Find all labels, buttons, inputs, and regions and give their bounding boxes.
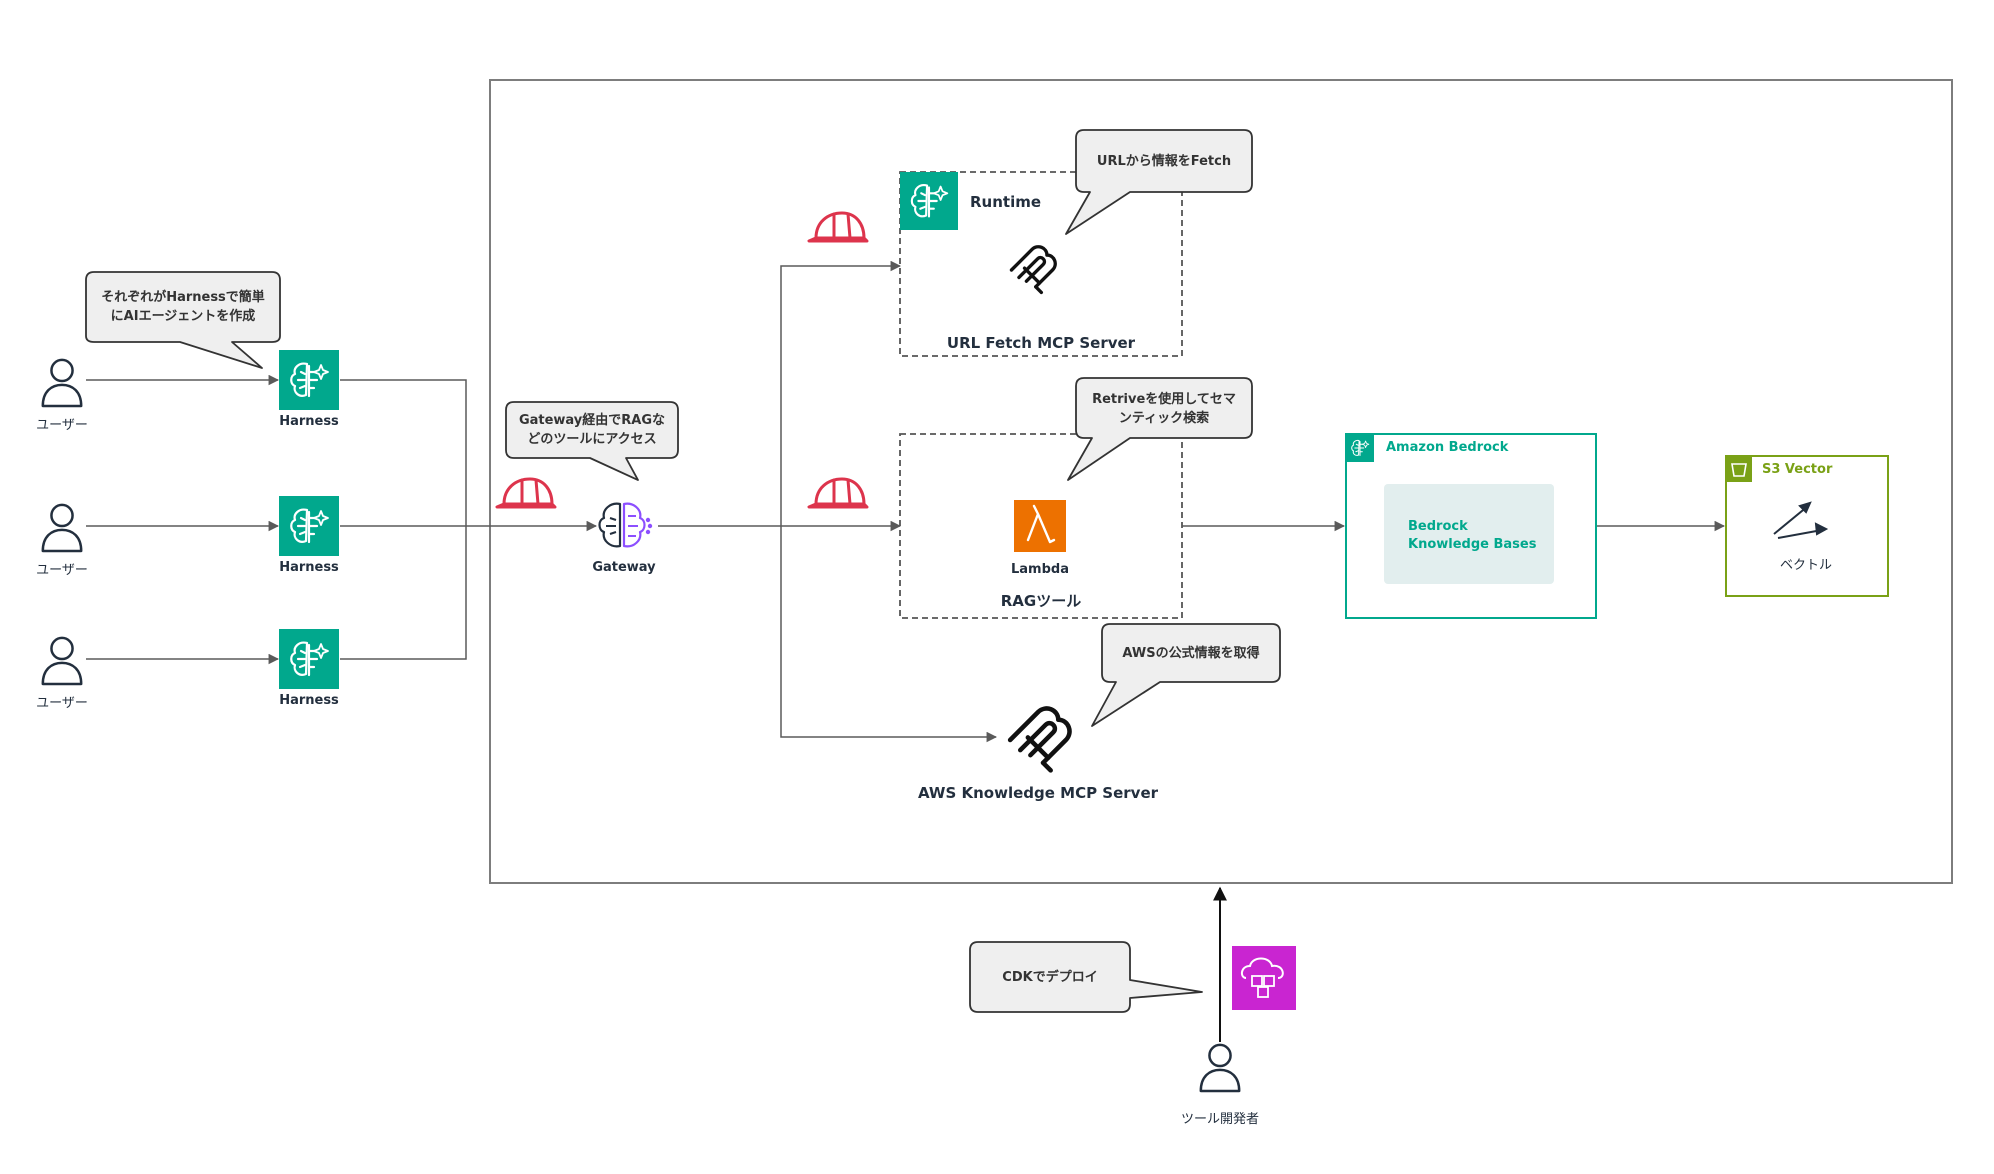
user-icon xyxy=(41,503,83,553)
bedrock-icon xyxy=(1346,434,1374,462)
s3-vector-box xyxy=(1725,455,1889,597)
callout-gateway xyxy=(505,401,679,481)
callout-cdk xyxy=(969,941,1203,1013)
harness-gateway-connector xyxy=(340,379,598,660)
knowledge-bases-box xyxy=(1384,484,1554,584)
user-label: ユーザー xyxy=(36,696,88,711)
s3-vector-title: S3 Vector xyxy=(1762,462,1833,477)
user-icon xyxy=(41,636,83,686)
user-label: ユーザー xyxy=(36,418,88,433)
runtime-icon xyxy=(900,172,958,230)
vector-label: ベクトル xyxy=(1779,558,1832,573)
helmet-icon xyxy=(807,211,869,243)
developer-label: ツール開発者 xyxy=(1180,1112,1259,1127)
helmet-icon xyxy=(807,477,869,509)
callout-aws xyxy=(1091,623,1281,727)
helmet-icon xyxy=(495,477,557,509)
runtime-box xyxy=(899,171,1183,357)
callout-rag-text: Retriveを使用してセマンティック検索 xyxy=(1092,392,1236,426)
lambda-icon xyxy=(1014,500,1066,552)
s3-icon xyxy=(1726,456,1752,482)
developer-icon xyxy=(1199,1043,1241,1093)
user-icon xyxy=(41,358,83,408)
callout-harness-text: それぞれがHarnessで簡単にAIエージェントを作成 xyxy=(101,290,265,324)
callout-runtime xyxy=(1065,129,1253,235)
user-harness-connectors xyxy=(86,374,280,665)
mcp-icon xyxy=(1009,245,1057,295)
callout-rag xyxy=(1067,377,1253,481)
runtime-title: Runtime xyxy=(970,193,1042,211)
harness-label: Harness xyxy=(279,414,339,429)
callout-cdk-text: CDKでデプロイ xyxy=(1002,970,1098,985)
callout-harness xyxy=(85,271,281,369)
harness-icon xyxy=(279,350,339,410)
aws-knowledge-caption: AWS Knowledge MCP Server xyxy=(917,784,1159,802)
bedrock-title: Amazon Bedrock xyxy=(1386,440,1509,455)
runtime-caption: URL Fetch MCP Server xyxy=(946,334,1136,352)
rag-box xyxy=(899,433,1183,619)
user-label: ユーザー xyxy=(36,563,88,578)
callout-gateway-text: Gateway経由でRAGなどのツールにアクセス xyxy=(518,413,666,447)
harness-icon xyxy=(279,496,339,556)
rag-caption: RAGツール xyxy=(1000,592,1082,610)
gateway-label: Gateway xyxy=(592,560,656,575)
callout-aws-text: AWSの公式情報を取得 xyxy=(1122,646,1260,661)
cdk-icon xyxy=(1232,946,1296,1010)
gateway-tool-connectors xyxy=(658,260,998,743)
gateway-icon xyxy=(598,502,653,548)
main-container xyxy=(489,79,1953,884)
callout-runtime-text: URLから情報をFetch xyxy=(1096,154,1232,169)
aws-knowledge-mcp-icon xyxy=(1010,708,1069,770)
harness-label: Harness xyxy=(279,560,339,575)
lambda-label: Lambda xyxy=(1011,562,1069,577)
harness-label: Harness xyxy=(279,693,339,708)
vector-icon xyxy=(1773,501,1829,539)
harness-icon xyxy=(279,629,339,689)
